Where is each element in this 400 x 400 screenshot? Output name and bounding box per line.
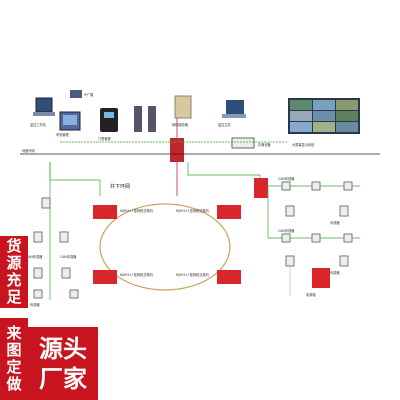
banner-char: 货 [6, 237, 22, 255]
left-feed-line [49, 162, 101, 196]
promo-badge: 源头 厂家 [28, 327, 98, 400]
access-gate-icon [134, 106, 156, 132]
banner-char: 充 [6, 271, 22, 289]
access-label: 门禁管理 [98, 136, 112, 141]
can-label-3: CAN传感器 [278, 176, 295, 181]
can-label-2: CAN传感器 [60, 254, 77, 259]
banner-char: 图 [6, 341, 22, 359]
sensor-label-2: 传感器 [330, 220, 340, 225]
monitor-host-label: 监控主机 [218, 122, 232, 127]
server-icon [174, 95, 192, 119]
server-label: 网络服务器 [172, 122, 189, 127]
ring-station-1 [93, 205, 117, 219]
right-sensor-group [281, 181, 353, 267]
ring-station-2 [217, 205, 241, 219]
ring-station-2-label: KJ693-H 型网络交换机 [176, 208, 210, 213]
banner-char: 做 [6, 375, 22, 393]
ring-station-3-label: KJ693-H 型网络交换机 [120, 272, 154, 277]
banner-char: 来 [6, 324, 22, 342]
surface-network-label: 地面环网 [22, 148, 35, 153]
storage-icon [231, 137, 255, 149]
power-box-label: 电源箱 [306, 292, 316, 297]
video-wall-label: 大屏幕显示系统 [292, 142, 315, 147]
fingerprint-reader-icon [100, 108, 118, 132]
can-label-1: CAN传感器 [26, 254, 43, 259]
video-wall-icon [288, 98, 360, 134]
ring-station-4 [217, 270, 241, 284]
underground-network-label: 井下环网 [110, 183, 130, 190]
promo-line-2: 厂家 [39, 364, 87, 393]
left-sensor-group [33, 197, 79, 299]
ring-station-4-label: KJ693-H 型网络交换机 [176, 272, 210, 277]
attendance-label: 考勤管理 [56, 132, 70, 137]
broadcast-icon [70, 90, 82, 98]
underground-ring [99, 203, 231, 291]
banner-char: 定 [6, 358, 22, 376]
right-feed-line [187, 162, 261, 190]
sensor-label-1: 传感器 [30, 302, 40, 307]
ring-station-3 [93, 270, 117, 284]
banner-char: 源 [6, 254, 22, 272]
monitor-host-icon [222, 100, 246, 118]
banner-supply: 货 源 充 足 [0, 236, 28, 308]
broadcast-label: IP广播 [84, 92, 94, 97]
workstation-icon [33, 97, 55, 116]
storage-label: 存储设备 [258, 142, 272, 147]
banner-custom: 来 图 定 做 [0, 318, 28, 400]
sensor-label-3: 传感器 [330, 270, 340, 275]
right-station [254, 178, 268, 198]
power-box [312, 268, 330, 288]
can-label-4: CAN传感器 [278, 228, 295, 233]
banner-char: 足 [6, 288, 22, 306]
promo-line-1: 源头 [39, 334, 87, 363]
console-icon [59, 111, 81, 131]
ring-station-1-label: KJ693-H 型网络交换机 [120, 208, 154, 213]
workstation-label: 监控工作站 [30, 122, 47, 127]
